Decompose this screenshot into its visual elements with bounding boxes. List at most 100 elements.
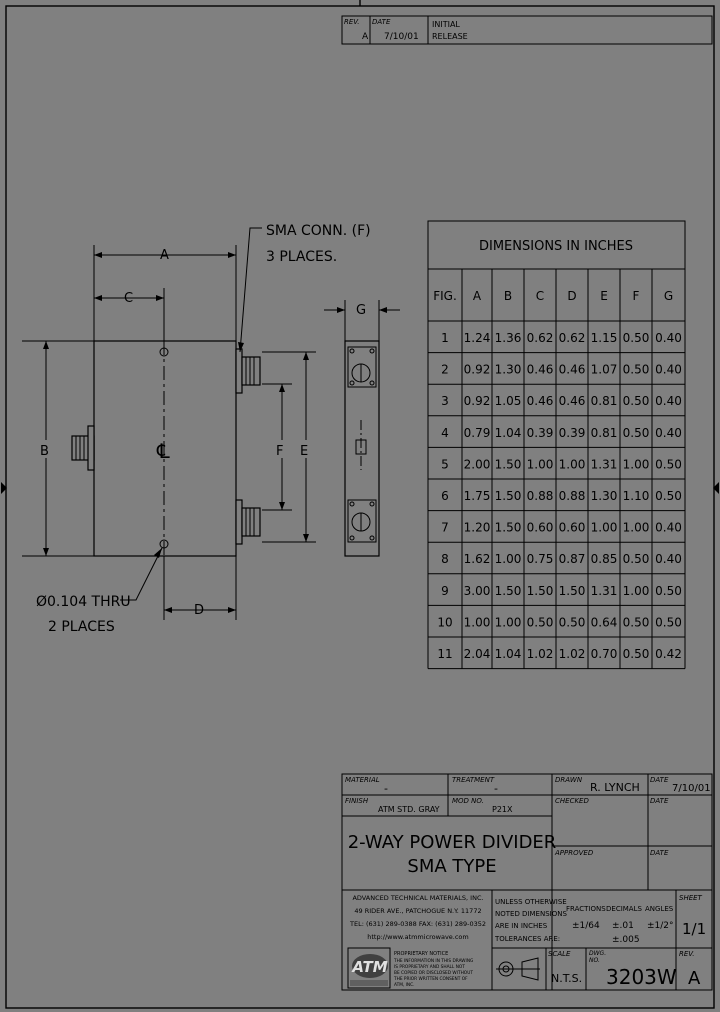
table-header-a: A	[473, 289, 482, 303]
angles-value: ±1/2°	[647, 921, 674, 931]
table-fig-cell: 7	[441, 521, 449, 535]
table-cell: 0.81	[591, 426, 618, 440]
revision-block: REV. DATE A 7/10/01 INITIAL RELEASE	[341, 15, 713, 45]
logo-text: ATM	[351, 958, 387, 976]
table-cell: 1.75	[464, 489, 491, 503]
finish-value: ATM STD. GRAY	[378, 805, 440, 814]
fractions-label: FRACTIONS	[566, 905, 606, 913]
table-cell: 0.87	[559, 552, 586, 566]
table-cell: 1.30	[591, 489, 618, 503]
treatment-label: TREATMENT	[452, 776, 495, 784]
table-header-d: D	[567, 289, 576, 303]
table-cell: 0.60	[559, 521, 586, 535]
table-cell: 1.04	[495, 647, 522, 661]
table-cell: 1.20	[464, 521, 491, 535]
dwg-value: 3203W	[606, 965, 677, 989]
table-header-fig: FIG.	[433, 289, 457, 303]
tolerance-line-1: UNLESS OTHERWISE	[495, 898, 567, 906]
table-cell: 0.50	[623, 552, 650, 566]
company-line-3: TEL: (631) 289-0388 FAX: (631) 289-0352	[349, 920, 486, 928]
table-fig-cell: 2	[441, 363, 449, 377]
table-cell: 0.81	[591, 394, 618, 408]
proprietary-line-2: IS PROPRIETARY AND SHALL NOT	[394, 964, 465, 970]
table-cell: 0.50	[655, 457, 682, 471]
table-cell: 1.50	[495, 457, 522, 471]
callout-hole-2: 2 PLACES	[48, 619, 115, 635]
table-cell: 1.62	[464, 552, 491, 566]
table-fig-cell: 5	[441, 457, 449, 471]
table-cell: 0.50	[623, 426, 650, 440]
table-cell: 1.50	[495, 584, 522, 598]
table-cell: 0.50	[623, 331, 650, 345]
table-fig-cell: 4	[441, 426, 449, 440]
table-cell: 0.46	[559, 394, 586, 408]
proprietary-line-1: THE INFORMATION IN THIS DRAWING	[393, 958, 473, 964]
table-cell: 1.31	[591, 457, 618, 471]
dim-d-label: D	[194, 603, 204, 618]
table-cell: 0.40	[655, 521, 682, 535]
sma-connector-right-bottom	[235, 499, 261, 545]
table-title: DIMENSIONS IN INCHES	[479, 239, 633, 254]
dim-f-label: F	[276, 444, 283, 459]
sma-connector-right-top	[235, 348, 261, 394]
dwg-no-label: NO.	[589, 957, 600, 964]
table-fig-cell: 11	[437, 647, 452, 661]
company-line-4: http://www.atmmicrowave.com	[367, 933, 469, 941]
mod-value: P21X	[492, 805, 513, 814]
tolerance-line-3: ARE IN INCHES	[495, 922, 548, 930]
decimals-value-2: ±.005	[612, 935, 640, 945]
table-cell: 0.50	[655, 615, 682, 629]
drawing-title-1: 2-WAY POWER DIVIDER	[348, 832, 557, 853]
projection-symbol-icon	[496, 957, 540, 981]
divider-body	[93, 340, 237, 557]
table-cell: 0.92	[464, 363, 491, 377]
rev-letter: A	[362, 32, 369, 42]
table-cell: 1.04	[495, 426, 522, 440]
table-cell: 1.00	[495, 615, 522, 629]
approved-date-label: DATE	[650, 849, 669, 857]
proprietary-line-3: BE COPIED OR DISCLOSED WITHOUT	[394, 970, 473, 976]
table-fig-cell: 1	[441, 331, 449, 345]
material-label: MATERIAL	[345, 776, 380, 784]
dim-c-label: C	[124, 291, 133, 306]
table-cell: 0.50	[623, 363, 650, 377]
table-header-f: F	[633, 289, 640, 303]
table-cell: 1.30	[495, 363, 522, 377]
finish-label: FINISH	[345, 797, 369, 805]
callout-sma-conn-2: 3 PLACES.	[266, 249, 337, 265]
table-fig-cell: 10	[437, 615, 452, 629]
callout-sma-conn-1: SMA CONN. (F)	[266, 223, 371, 239]
table-cell: 0.40	[655, 394, 682, 408]
dwg-label: DWG.	[589, 950, 606, 957]
table-cell: 0.50	[559, 615, 586, 629]
table-cell: 0.50	[623, 647, 650, 661]
table-cell: 0.50	[527, 615, 554, 629]
table-cell: 0.50	[623, 394, 650, 408]
callout-hole-1: Ø0.104 THRU	[36, 594, 131, 610]
rev-block-value: A	[688, 968, 701, 989]
side-view: G	[324, 300, 400, 557]
table-cell: 0.40	[655, 331, 682, 345]
table-cell: 0.46	[527, 363, 554, 377]
table-fig-cell: 6	[441, 489, 449, 503]
treatment-value: -	[494, 782, 498, 795]
table-cell: 0.62	[527, 331, 554, 345]
table-cell: 1.07	[591, 363, 618, 377]
side-body	[344, 340, 380, 557]
table-cell: 2.00	[464, 457, 491, 471]
table-cell: 0.70	[591, 647, 618, 661]
table-cell: 1.50	[527, 584, 554, 598]
drawn-label: DRAWN	[555, 776, 583, 784]
table-cell: 0.46	[527, 394, 554, 408]
drawing-title-2: SMA TYPE	[407, 856, 496, 877]
atm-logo: ATM	[347, 947, 391, 989]
dim-b-label: B	[40, 444, 49, 459]
table-cell: 0.39	[527, 426, 554, 440]
center-arrow-right	[713, 482, 719, 494]
company-line-2: 49 RIDER AVE., PATCHOGUE N.Y. 11772	[354, 907, 481, 915]
table-cell: 0.50	[655, 489, 682, 503]
table-cell: 0.62	[559, 331, 586, 345]
table-cell: 1.05	[495, 394, 522, 408]
rev-block-label: REV.	[679, 950, 695, 958]
